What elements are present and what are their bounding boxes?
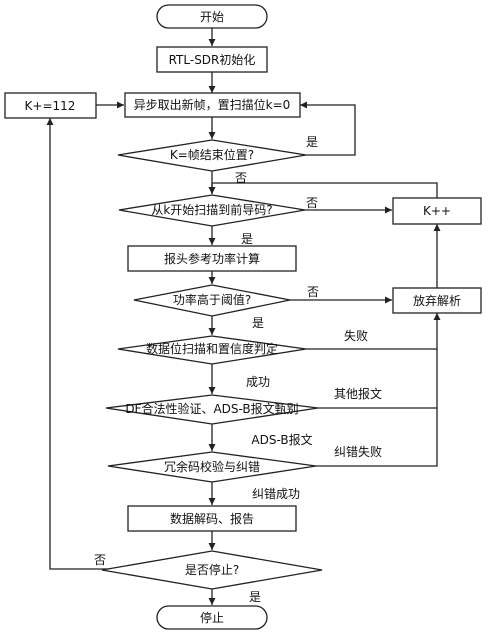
label-kend-yes: 是 xyxy=(306,135,318,149)
ref-power-label: 报头参考功率计算 xyxy=(164,251,260,266)
label-bitscan-fail: 失败 xyxy=(344,328,368,343)
label-crc-fail: 纠错失败 xyxy=(334,444,382,459)
connectors xyxy=(46,28,441,605)
edge-labels: 是 否 否 是 否 是 失败 成功 其他报文 ADS-B报文 纠错失败 纠错成功… xyxy=(94,135,382,604)
fetch-frame-node: 异步取出新帧，置扫描位k=0 xyxy=(124,92,301,118)
label-kend-no: 否 xyxy=(235,171,247,185)
label-df-adsb: ADS-B报文 xyxy=(251,432,312,447)
ref-power-node: 报头参考功率计算 xyxy=(127,245,297,272)
arrow-bitscan-fail xyxy=(306,313,441,350)
start-label: 开始 xyxy=(200,10,224,24)
k-inc-label: K++ xyxy=(423,204,451,218)
bit-scan-decision: 数据位扫描和置信度判定 xyxy=(117,335,307,365)
label-power-no: 否 xyxy=(307,285,319,299)
fetch-frame-label: 异步取出新帧，置扫描位k=0 xyxy=(134,97,291,112)
abandon-label: 放弃解析 xyxy=(413,293,461,308)
label-crc-success: 纠错成功 xyxy=(252,487,300,501)
label-power-yes: 是 xyxy=(252,316,264,330)
init-label: RTL-SDR初始化 xyxy=(169,53,256,67)
scan-preamble-decision: 从k开始扫描到前导码? xyxy=(118,194,306,227)
decode-label: 数据解码、报告 xyxy=(170,511,254,526)
bit-scan-label: 数据位扫描和置信度判定 xyxy=(146,341,278,356)
label-scan-no: 否 xyxy=(306,196,318,210)
arrow-crc-fail xyxy=(316,408,438,467)
decode-node: 数据解码、报告 xyxy=(127,505,297,532)
label-stop-no: 否 xyxy=(94,553,106,567)
k-add-112-label: K+=112 xyxy=(25,99,76,113)
arrow-kend-yes-loop xyxy=(300,101,356,156)
crc-decision: 冗余码校验与纠错 xyxy=(107,451,317,483)
k-add-112-node: K+=112 xyxy=(4,92,97,119)
label-bitscan-success: 成功 xyxy=(246,375,270,389)
init-node: RTL-SDR初始化 xyxy=(156,46,268,73)
df-check-decision: DF合法性验证、ADS-B报文甄别 xyxy=(105,394,319,425)
stop-check-label: 是否停止? xyxy=(185,562,239,577)
scan-preamble-label: 从k开始扫描到前导码? xyxy=(151,202,272,217)
label-df-other: 其他报文 xyxy=(334,386,382,401)
power-check-label: 功率高于阈值? xyxy=(173,292,251,307)
power-check-decision: 功率高于阈值? xyxy=(133,284,291,317)
k-inc-node: K++ xyxy=(392,197,482,225)
stop-label: 停止 xyxy=(200,610,224,625)
start-node: 开始 xyxy=(156,4,268,29)
arrow-kinc-loop-back xyxy=(212,182,438,198)
label-scan-yes: 是 xyxy=(241,232,253,246)
k-end-decision: K=帧结束位置? xyxy=(117,139,307,172)
stop-check-decision: 是否停止? xyxy=(101,550,323,590)
arrow-stop-no xyxy=(46,118,112,570)
label-stop-yes: 是 xyxy=(249,590,261,604)
stop-node: 停止 xyxy=(156,605,268,630)
crc-label: 冗余码校验与纠错 xyxy=(164,459,260,474)
k-end-label: K=帧结束位置? xyxy=(170,147,254,162)
abandon-node: 放弃解析 xyxy=(392,287,482,314)
df-check-label: DF合法性验证、ADS-B报文甄别 xyxy=(125,401,298,416)
